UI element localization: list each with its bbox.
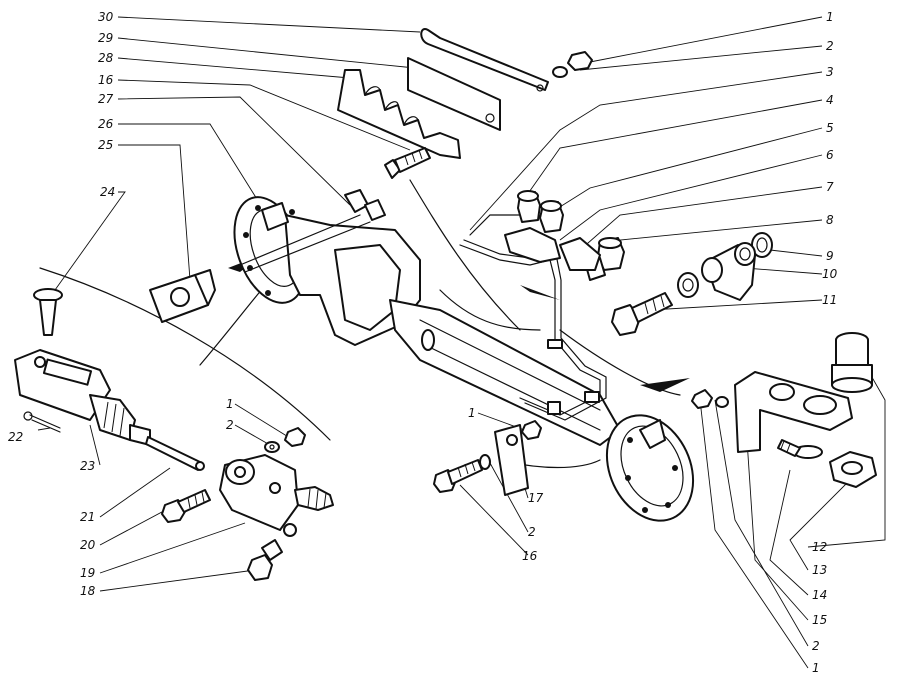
nut-washer-mid bbox=[264, 427, 306, 453]
leader-lines bbox=[37, 16, 886, 669]
bolt-top bbox=[384, 147, 431, 179]
callout-20: 20 bbox=[80, 538, 96, 552]
callout-26: 26 bbox=[98, 117, 114, 131]
callout-30: 30 bbox=[98, 10, 114, 24]
bracket-15 bbox=[734, 371, 853, 453]
callout-13: 13 bbox=[812, 563, 827, 577]
callout-15: 15 bbox=[812, 613, 827, 627]
cotter-pin bbox=[23, 411, 61, 433]
callout-7: 7 bbox=[826, 180, 834, 194]
bolt-11 bbox=[611, 292, 673, 336]
tee-fitting bbox=[677, 232, 773, 301]
callout-8: 8 bbox=[826, 213, 834, 227]
clevis-pin bbox=[33, 288, 63, 336]
callout-23: 23 bbox=[80, 459, 95, 473]
strap-bracket bbox=[420, 28, 549, 92]
callout-19: 19 bbox=[80, 566, 95, 580]
plate-26 bbox=[261, 202, 289, 231]
callout-12: 12 bbox=[812, 540, 827, 554]
callout-2-center: 2 bbox=[528, 525, 536, 539]
callout-3: 3 bbox=[826, 65, 834, 79]
callout-18: 18 bbox=[80, 584, 96, 598]
callout-numbers: 30 29 28 16 27 26 25 24 22 23 21 20 19 1… bbox=[8, 10, 838, 675]
callout-6: 6 bbox=[826, 148, 834, 162]
callout-9: 9 bbox=[826, 249, 834, 263]
callout-25: 25 bbox=[98, 138, 113, 152]
flat-strap bbox=[407, 57, 501, 131]
push-rod bbox=[129, 424, 205, 471]
callout-11: 11 bbox=[822, 293, 837, 307]
nut-washer-bottom-right bbox=[691, 389, 729, 409]
callout-2-mid: 2 bbox=[226, 418, 234, 432]
fitting-7 bbox=[559, 237, 601, 271]
bracket-25 bbox=[149, 269, 216, 323]
brake-pipe bbox=[459, 214, 607, 421]
bolt-14 bbox=[777, 439, 823, 459]
hose-end-12 bbox=[831, 332, 873, 393]
callout-24: 24 bbox=[100, 185, 115, 199]
clevis-fork bbox=[14, 349, 136, 441]
callout-16-top: 16 bbox=[98, 73, 114, 87]
callout-21: 21 bbox=[80, 510, 95, 524]
master-cylinder-assembly bbox=[233, 196, 621, 446]
pipe-clamp bbox=[337, 69, 461, 159]
callout-5: 5 bbox=[826, 121, 834, 135]
callout-14: 14 bbox=[812, 588, 827, 602]
center-bracket-group bbox=[433, 420, 542, 496]
callout-22: 22 bbox=[8, 430, 23, 444]
callout-10: 10 bbox=[822, 267, 838, 281]
callout-1-bottom-right: 1 bbox=[812, 661, 820, 675]
pipe-clip-27 bbox=[239, 189, 386, 273]
callout-2-top-right: 2 bbox=[826, 39, 834, 53]
callout-1-top-right: 1 bbox=[826, 10, 834, 24]
rear-drum bbox=[605, 414, 695, 522]
callout-16-bottom: 16 bbox=[522, 549, 538, 563]
callout-1-mid: 1 bbox=[226, 397, 234, 411]
callout-4: 4 bbox=[826, 93, 834, 107]
nut-washer-top-right bbox=[552, 51, 593, 78]
nut-13 bbox=[829, 451, 877, 488]
bleeder-fitting bbox=[247, 539, 283, 581]
callout-28: 28 bbox=[98, 51, 114, 65]
callout-29: 29 bbox=[98, 31, 113, 45]
hose-unions bbox=[504, 190, 625, 281]
bolt-20 bbox=[161, 489, 211, 523]
callout-27: 27 bbox=[98, 92, 114, 106]
wheel-cylinder bbox=[219, 454, 334, 537]
callout-17: 17 bbox=[528, 491, 544, 505]
callout-2-bottom-right: 2 bbox=[812, 639, 820, 653]
callout-1-center: 1 bbox=[468, 406, 476, 420]
